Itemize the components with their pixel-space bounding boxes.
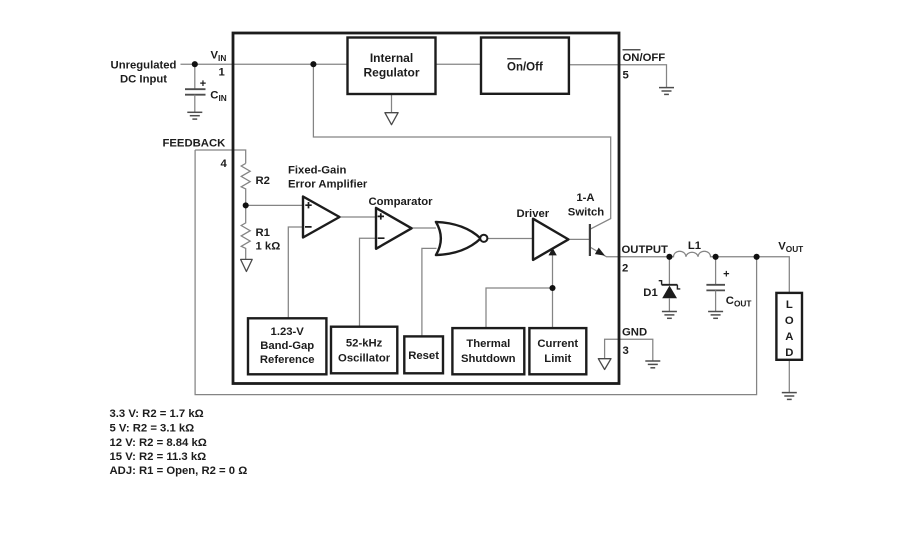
svg-text:D1: D1 [643, 287, 657, 299]
svg-text:Reference: Reference [260, 354, 315, 366]
svg-text:Reset: Reset [408, 350, 439, 362]
svg-text:OUTPUT: OUTPUT [622, 244, 669, 256]
svg-text:R2: R2 [256, 175, 270, 187]
svg-text:Unregulated: Unregulated [111, 59, 177, 71]
svg-text:Driver: Driver [517, 208, 550, 220]
svg-text:Comparator: Comparator [369, 196, 434, 208]
svg-text:15 V: R2 = 11.3 kΩ: 15 V: R2 = 11.3 kΩ [110, 451, 207, 463]
svg-text:COUT: COUT [726, 295, 752, 309]
svg-text:GND: GND [622, 327, 647, 339]
svg-text:R1: R1 [256, 227, 270, 239]
svg-text:Error Amplifier: Error Amplifier [288, 179, 368, 191]
svg-text:2: 2 [622, 262, 628, 274]
svg-text:FEEDBACK: FEEDBACK [163, 138, 227, 150]
svg-text:Oscillator: Oscillator [338, 353, 391, 365]
svg-text:4: 4 [221, 158, 228, 170]
svg-text:+: + [200, 78, 206, 90]
svg-text:1-A: 1-A [576, 192, 594, 204]
svg-text:On/Off: On/Off [507, 61, 543, 73]
svg-text:ADJ: R1 = Open, R2 = 0 Ω: ADJ: R1 = Open, R2 = 0 Ω [110, 465, 248, 477]
svg-text:5: 5 [623, 70, 629, 82]
svg-text:Switch: Switch [568, 207, 605, 219]
svg-text:Band-Gap: Band-Gap [260, 340, 314, 352]
svg-text:Regulator: Regulator [363, 66, 419, 80]
svg-text:Current: Current [537, 338, 578, 350]
svg-text:L: L [786, 299, 793, 311]
svg-text:Shutdown: Shutdown [461, 353, 516, 365]
svg-text:5 V: R2 = 3.1 kΩ: 5 V: R2 = 3.1 kΩ [110, 423, 195, 435]
svg-text:Internal: Internal [370, 51, 413, 65]
svg-text:1: 1 [219, 66, 225, 78]
svg-text:CIN: CIN [210, 90, 226, 104]
svg-text:Thermal: Thermal [466, 338, 510, 350]
svg-text:1.23-V: 1.23-V [271, 326, 305, 338]
svg-text:Limit: Limit [544, 353, 571, 365]
svg-text:O: O [785, 315, 794, 327]
svg-text:+: + [723, 269, 729, 281]
svg-text:1 kΩ: 1 kΩ [256, 241, 281, 253]
svg-text:52-kHz: 52-kHz [346, 338, 383, 350]
svg-text:DC Input: DC Input [120, 74, 167, 86]
svg-text:Fixed-Gain: Fixed-Gain [288, 165, 346, 177]
svg-text:L1: L1 [688, 240, 701, 252]
svg-text:3: 3 [623, 345, 629, 357]
svg-text:3.3 V: R2 = 1.7 kΩ: 3.3 V: R2 = 1.7 kΩ [110, 408, 204, 420]
svg-text:VIN: VIN [211, 49, 227, 63]
svg-text:D: D [785, 347, 793, 359]
svg-text:A: A [785, 331, 793, 343]
svg-text:VOUT: VOUT [778, 241, 803, 255]
svg-text:ON/OFF: ON/OFF [623, 52, 666, 64]
svg-text:12 V: R2 = 8.84 kΩ: 12 V: R2 = 8.84 kΩ [110, 437, 207, 449]
